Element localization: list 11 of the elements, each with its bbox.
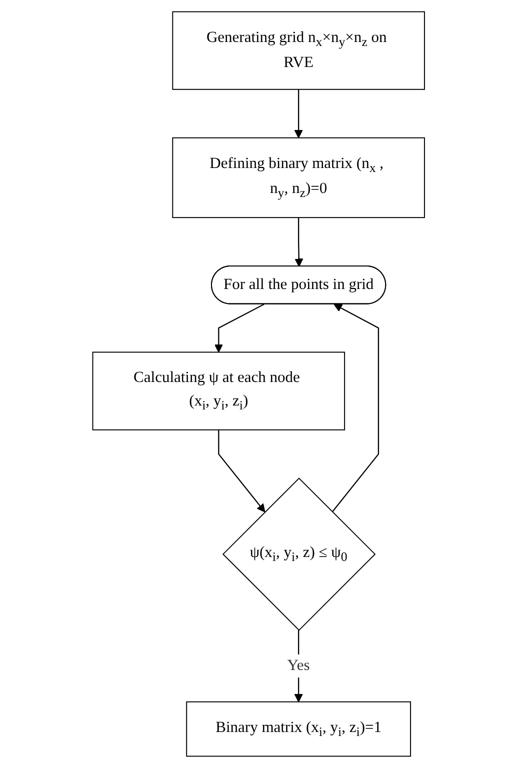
arrow: [295, 218, 304, 267]
edge-label: Yes: [288, 657, 310, 674]
node-diamond: ψ(x$_{i}$, y$_{i}$, z) ≤ ψ$_{0}$: [222, 478, 376, 631]
node-box: Defining binary matrix (n$_{x}$ , n$_{y}$, n$_{z}$)=0: [172, 137, 426, 218]
arrow: [294, 89, 304, 138]
node-box: Calculating ψ at each node (x$_{i}$, y$_{i}$, z$_{i}$): [92, 352, 346, 430]
arrow: [218, 430, 266, 512]
arrow: [214, 304, 265, 353]
arrow: [332, 304, 380, 512]
node-box: Generating grid n$_{x}$×n$_{y}$×n$_{z}$ on RVE: [172, 11, 426, 90]
node-box: Binary matrix (x$_{i}$, y$_{i}$, z$_{i}$)=1: [186, 701, 412, 757]
